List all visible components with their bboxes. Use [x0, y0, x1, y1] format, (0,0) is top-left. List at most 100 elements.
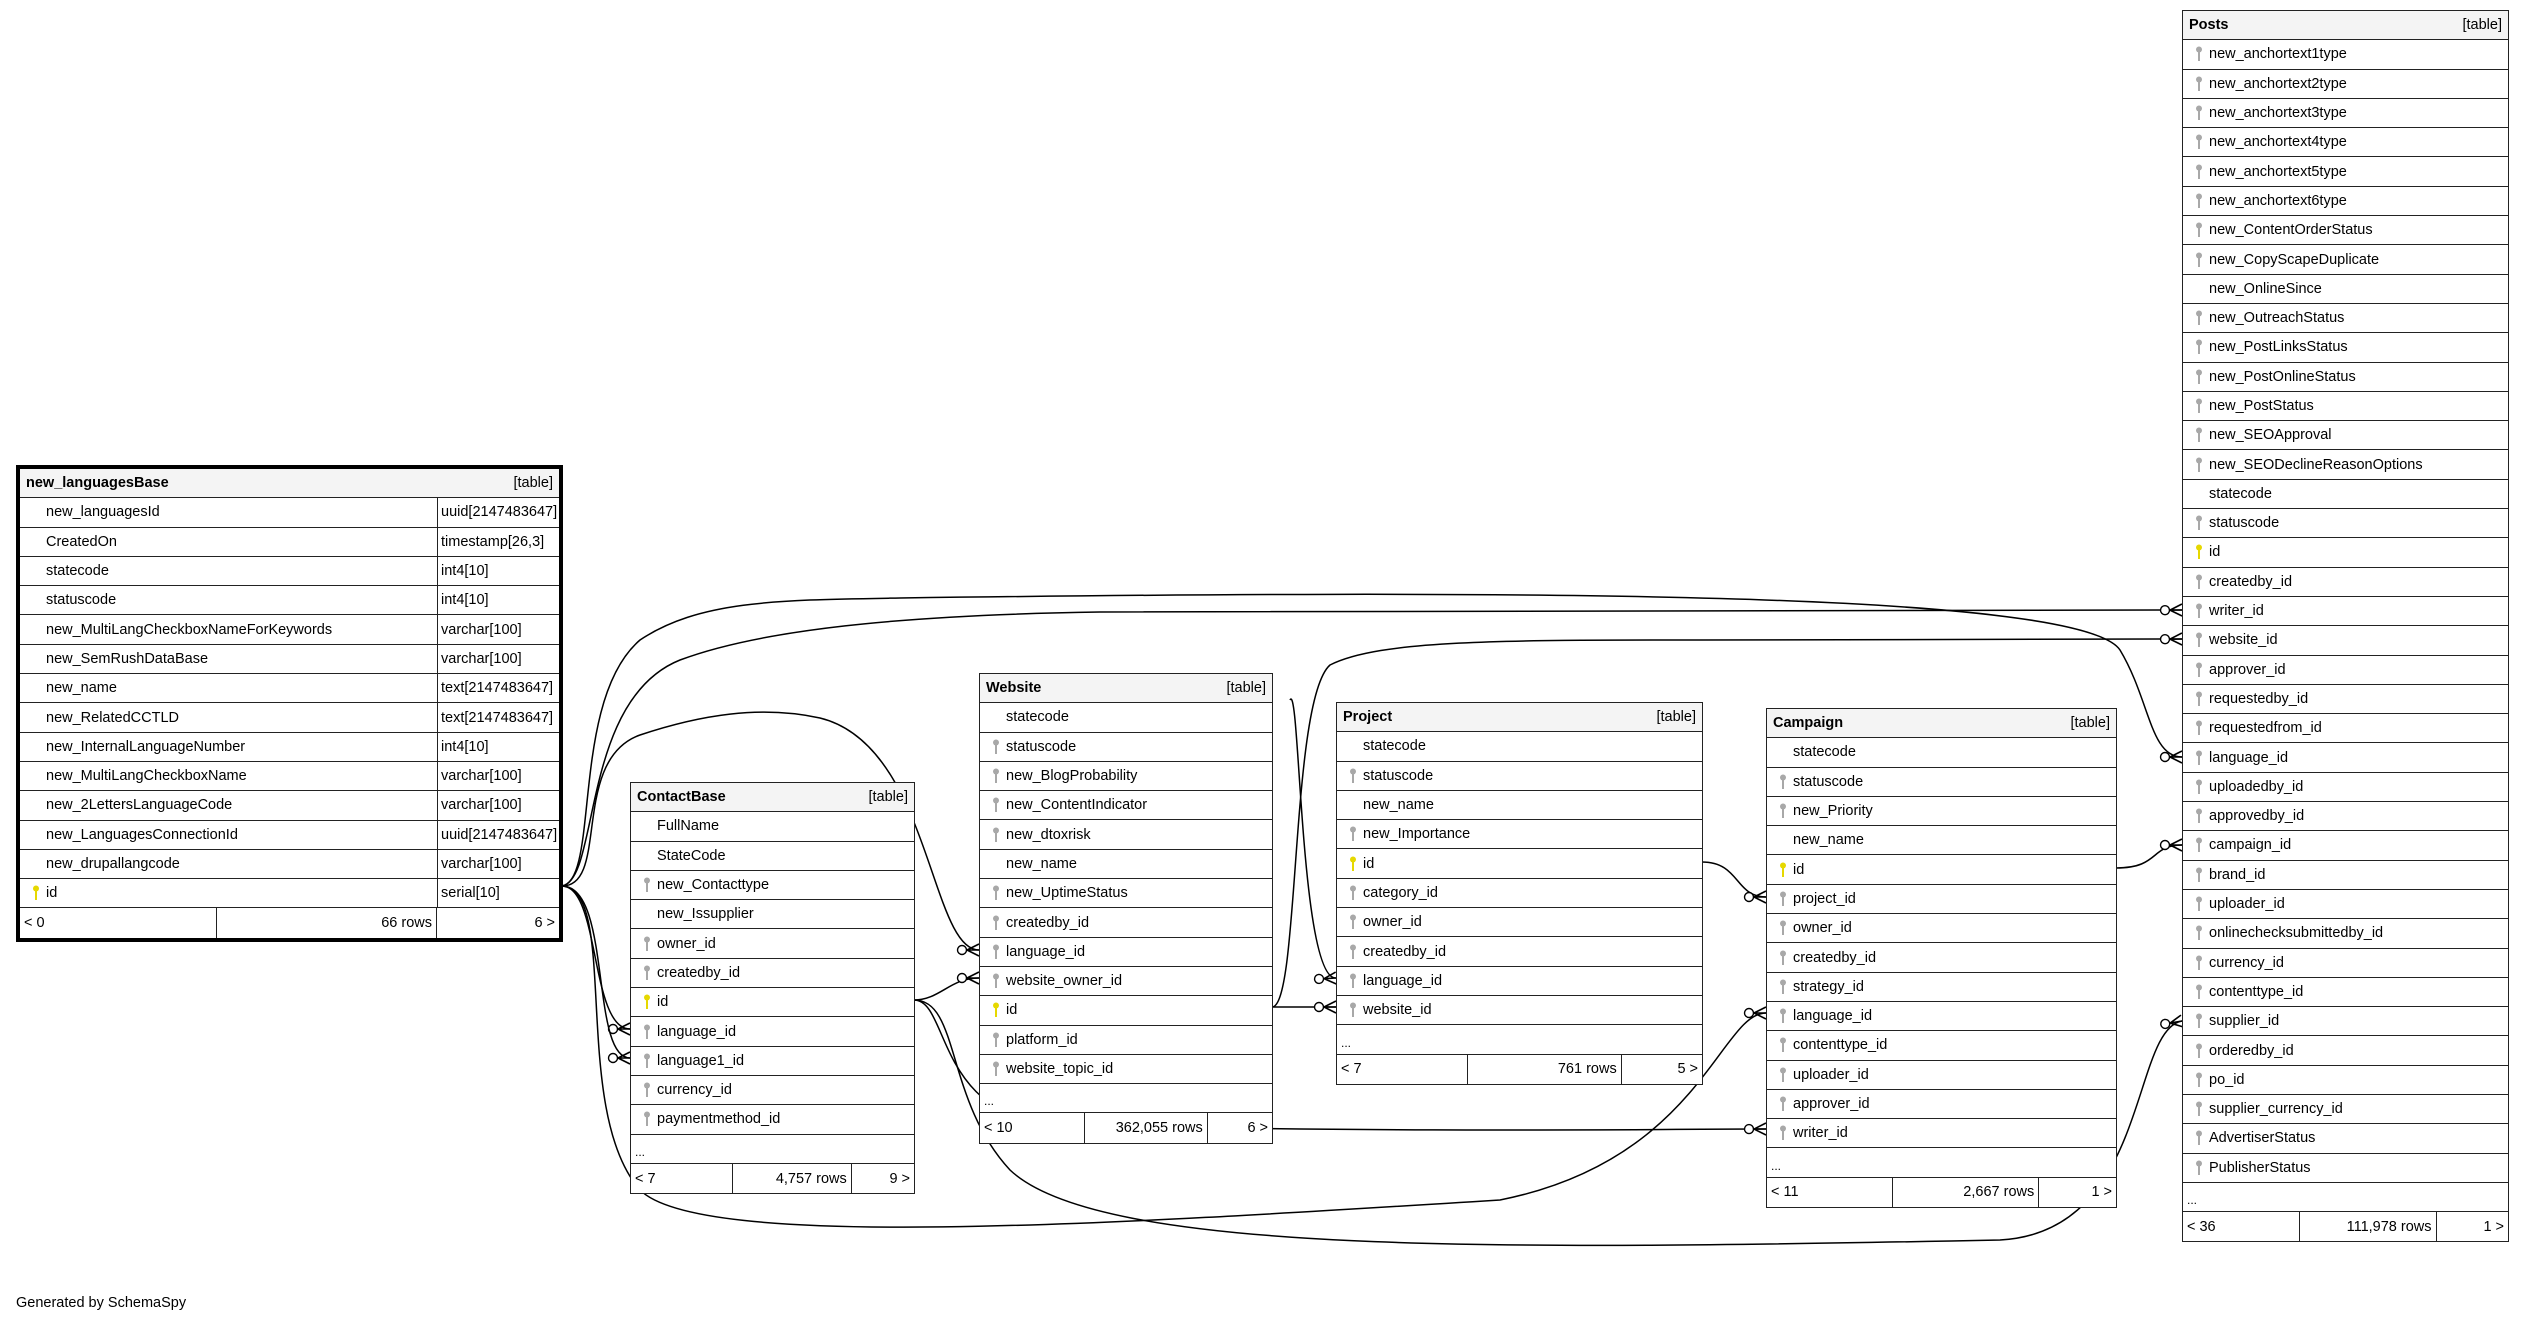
column-row[interactable]: approver_id: [1767, 1090, 2116, 1120]
column-row[interactable]: approvedby_id: [2183, 802, 2508, 832]
column-row[interactable]: new_anchortext3type: [2183, 99, 2508, 129]
column-row[interactable]: new_SEOApproval: [2183, 421, 2508, 451]
column-row[interactable]: language1_id: [631, 1047, 914, 1076]
column-row[interactable]: new_Importance: [1337, 820, 1702, 850]
column-row[interactable]: statuscode: [980, 733, 1272, 762]
column-row[interactable]: writer_id: [2183, 597, 2508, 627]
column-row[interactable]: new_dtoxrisk: [980, 820, 1272, 850]
column-row[interactable]: approver_id: [2183, 656, 2508, 685]
column-row[interactable]: orderedby_id: [2183, 1036, 2508, 1066]
column-row[interactable]: currency_id: [2183, 949, 2508, 978]
column-row[interactable]: StateCode: [631, 842, 914, 871]
column-row[interactable]: new_Priority: [1767, 797, 2116, 827]
column-row[interactable]: requestedfrom_id: [2183, 714, 2508, 744]
column-row[interactable]: id: [1337, 849, 1702, 879]
column-row[interactable]: uploadedby_id: [2183, 773, 2508, 803]
column-row[interactable]: statecode: [1337, 732, 1702, 762]
parents-count[interactable]: < 0: [20, 908, 217, 938]
parents-count[interactable]: < 11: [1767, 1177, 1893, 1208]
column-row[interactable]: writer_id: [1767, 1119, 2116, 1149]
column-row[interactable]: new_SEODeclineReasonOptions: [2183, 450, 2508, 480]
column-row[interactable]: language_id: [1337, 967, 1702, 996]
column-row[interactable]: paymentmethod_id: [631, 1105, 914, 1135]
parents-count[interactable]: < 7: [631, 1163, 733, 1194]
column-row[interactable]: owner_id: [1767, 914, 2116, 944]
column-row[interactable]: createdby_id: [1767, 943, 2116, 973]
column-row[interactable]: createdby_id: [2183, 568, 2508, 597]
column-row[interactable]: owner_id: [631, 929, 914, 959]
column-row[interactable]: category_id: [1337, 879, 1702, 909]
column-row[interactable]: new_name: [1337, 791, 1702, 821]
column-row[interactable]: FullName: [631, 812, 914, 842]
column-row[interactable]: new_ContentOrderStatus: [2183, 216, 2508, 246]
column-row[interactable]: id: [1767, 855, 2116, 885]
column-row[interactable]: onlinechecksubmittedby_id: [2183, 919, 2508, 949]
children-count[interactable]: 1 >: [2483, 1218, 2504, 1235]
column-row[interactable]: project_id: [1767, 885, 2116, 915]
column-row[interactable]: new_name: [1767, 826, 2116, 856]
column-row[interactable]: contenttype_id: [2183, 978, 2508, 1008]
column-row[interactable]: new_BlogProbability: [980, 762, 1272, 792]
column-row[interactable]: strategy_id: [1767, 973, 2116, 1002]
column-row[interactable]: new_PostStatus: [2183, 392, 2508, 422]
column-row[interactable]: new_Contacttype: [631, 871, 914, 901]
column-row[interactable]: PublisherStatus: [2183, 1154, 2508, 1183]
column-row[interactable]: statuscode: [1337, 762, 1702, 791]
column-row[interactable]: statuscode: [2183, 509, 2508, 539]
parents-count[interactable]: < 10: [980, 1113, 1086, 1143]
column-row[interactable]: new_OnlineSince: [2183, 275, 2508, 304]
table-header[interactable]: Project[table]: [1337, 703, 1702, 733]
column-row[interactable]: createdby_id: [631, 959, 914, 989]
table-header[interactable]: Campaign[table]: [1767, 709, 2116, 739]
column-row[interactable]: po_id: [2183, 1066, 2508, 1095]
parents-count[interactable]: < 7: [1337, 1054, 1469, 1084]
column-row[interactable]: requestedby_id: [2183, 685, 2508, 715]
table-header[interactable]: Posts[table]: [2183, 11, 2508, 41]
column-row[interactable]: id: [980, 996, 1272, 1026]
column-row[interactable]: currency_id: [631, 1076, 914, 1106]
column-row[interactable]: new_PostOnlineStatus: [2183, 363, 2508, 392]
column-row[interactable]: supplier_id: [2183, 1007, 2508, 1037]
column-row[interactable]: website_id: [1337, 996, 1702, 1026]
column-row[interactable]: new_anchortext6type: [2183, 187, 2508, 217]
column-row[interactable]: createdby_id: [980, 908, 1272, 938]
children-count[interactable]: 9 >: [889, 1170, 910, 1187]
column-row[interactable]: statecode: [980, 703, 1272, 733]
column-row[interactable]: new_anchortext2type: [2183, 70, 2508, 99]
column-row[interactable]: supplier_currency_id: [2183, 1095, 2508, 1125]
column-row[interactable]: language_id: [631, 1017, 914, 1047]
column-row[interactable]: new_anchortext5type: [2183, 157, 2508, 187]
column-row[interactable]: website_owner_id: [980, 967, 1272, 997]
children-count[interactable]: 6 >: [1247, 1120, 1268, 1137]
column-row[interactable]: uploader_id: [1767, 1061, 2116, 1090]
column-row[interactable]: new_OutreachStatus: [2183, 304, 2508, 334]
column-row[interactable]: new_Issupplier: [631, 900, 914, 930]
column-row[interactable]: AdvertiserStatus: [2183, 1124, 2508, 1154]
column-row[interactable]: statecode: [2183, 480, 2508, 510]
column-row[interactable]: new_ContentIndicator: [980, 791, 1272, 821]
column-row[interactable]: new_PostLinksStatus: [2183, 333, 2508, 363]
parents-count[interactable]: < 36: [2183, 1212, 2300, 1242]
column-row[interactable]: new_UptimeStatus: [980, 879, 1272, 909]
column-row[interactable]: new_CopyScapeDuplicate: [2183, 245, 2508, 275]
column-row[interactable]: new_anchortext4type: [2183, 128, 2508, 158]
column-row[interactable]: owner_id: [1337, 908, 1702, 938]
children-count[interactable]: 6 >: [534, 915, 555, 932]
